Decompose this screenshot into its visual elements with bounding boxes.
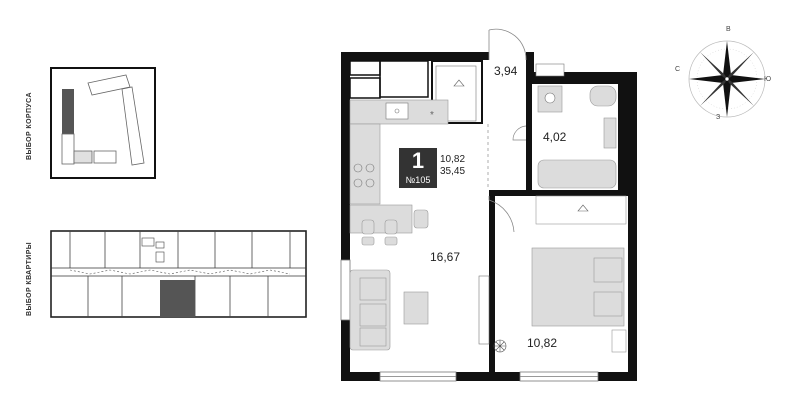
windows (340, 259, 599, 382)
plant (493, 339, 507, 353)
tv-unit (478, 275, 490, 345)
selected-apartment-cell[interactable] (160, 280, 195, 317)
compass-north-label: В (726, 26, 731, 33)
coffee-table (403, 291, 429, 325)
bathroom-area-label: 4,02 (543, 130, 567, 144)
dining-table (349, 204, 413, 234)
building-selector[interactable] (50, 67, 156, 179)
sofa (349, 269, 391, 351)
compass-east-label: Ю (764, 76, 772, 83)
building-corpus-5[interactable] (121, 86, 145, 166)
entrance-door (488, 28, 527, 61)
hall-area-label: 3,94 (494, 64, 518, 78)
outer-walls (341, 52, 637, 381)
building-corpus-3[interactable] (93, 150, 117, 164)
room-count: 1 (411, 148, 425, 173)
bed (531, 247, 625, 327)
apartment-selector-label: ВЫБОР КВАРТИРЫ (26, 241, 33, 316)
apartment-selector[interactable] (50, 230, 307, 318)
compass: В Ю З С (675, 26, 772, 122)
building-corpus-2[interactable] (73, 150, 93, 164)
apartment-number: №105 (405, 175, 431, 185)
apartment-areas: 10,82 35,45 (440, 154, 465, 178)
chairs (361, 209, 429, 246)
sink (385, 102, 409, 120)
building-selector-label: ВЫБОР КОРПУСА (26, 92, 33, 160)
compass-south-label: З (716, 114, 721, 121)
living-area: 10,82 (440, 154, 466, 165)
apartment-badge: 1 №105 (399, 148, 437, 188)
building-corpus-selected[interactable] (62, 89, 74, 134)
kitchen-living-area-label: 16,67 (430, 250, 461, 264)
floor-plan-map (50, 230, 307, 318)
total-area: 35,45 (440, 166, 466, 177)
building-corpus-1[interactable] (61, 133, 75, 165)
site-plan-map (61, 74, 145, 166)
bedroom-area-label: 10,82 (527, 336, 558, 350)
stove (353, 163, 375, 188)
compass-rose-icon (688, 40, 766, 118)
compass-west-label: С (675, 66, 681, 73)
svg-text:*: * (430, 110, 434, 121)
